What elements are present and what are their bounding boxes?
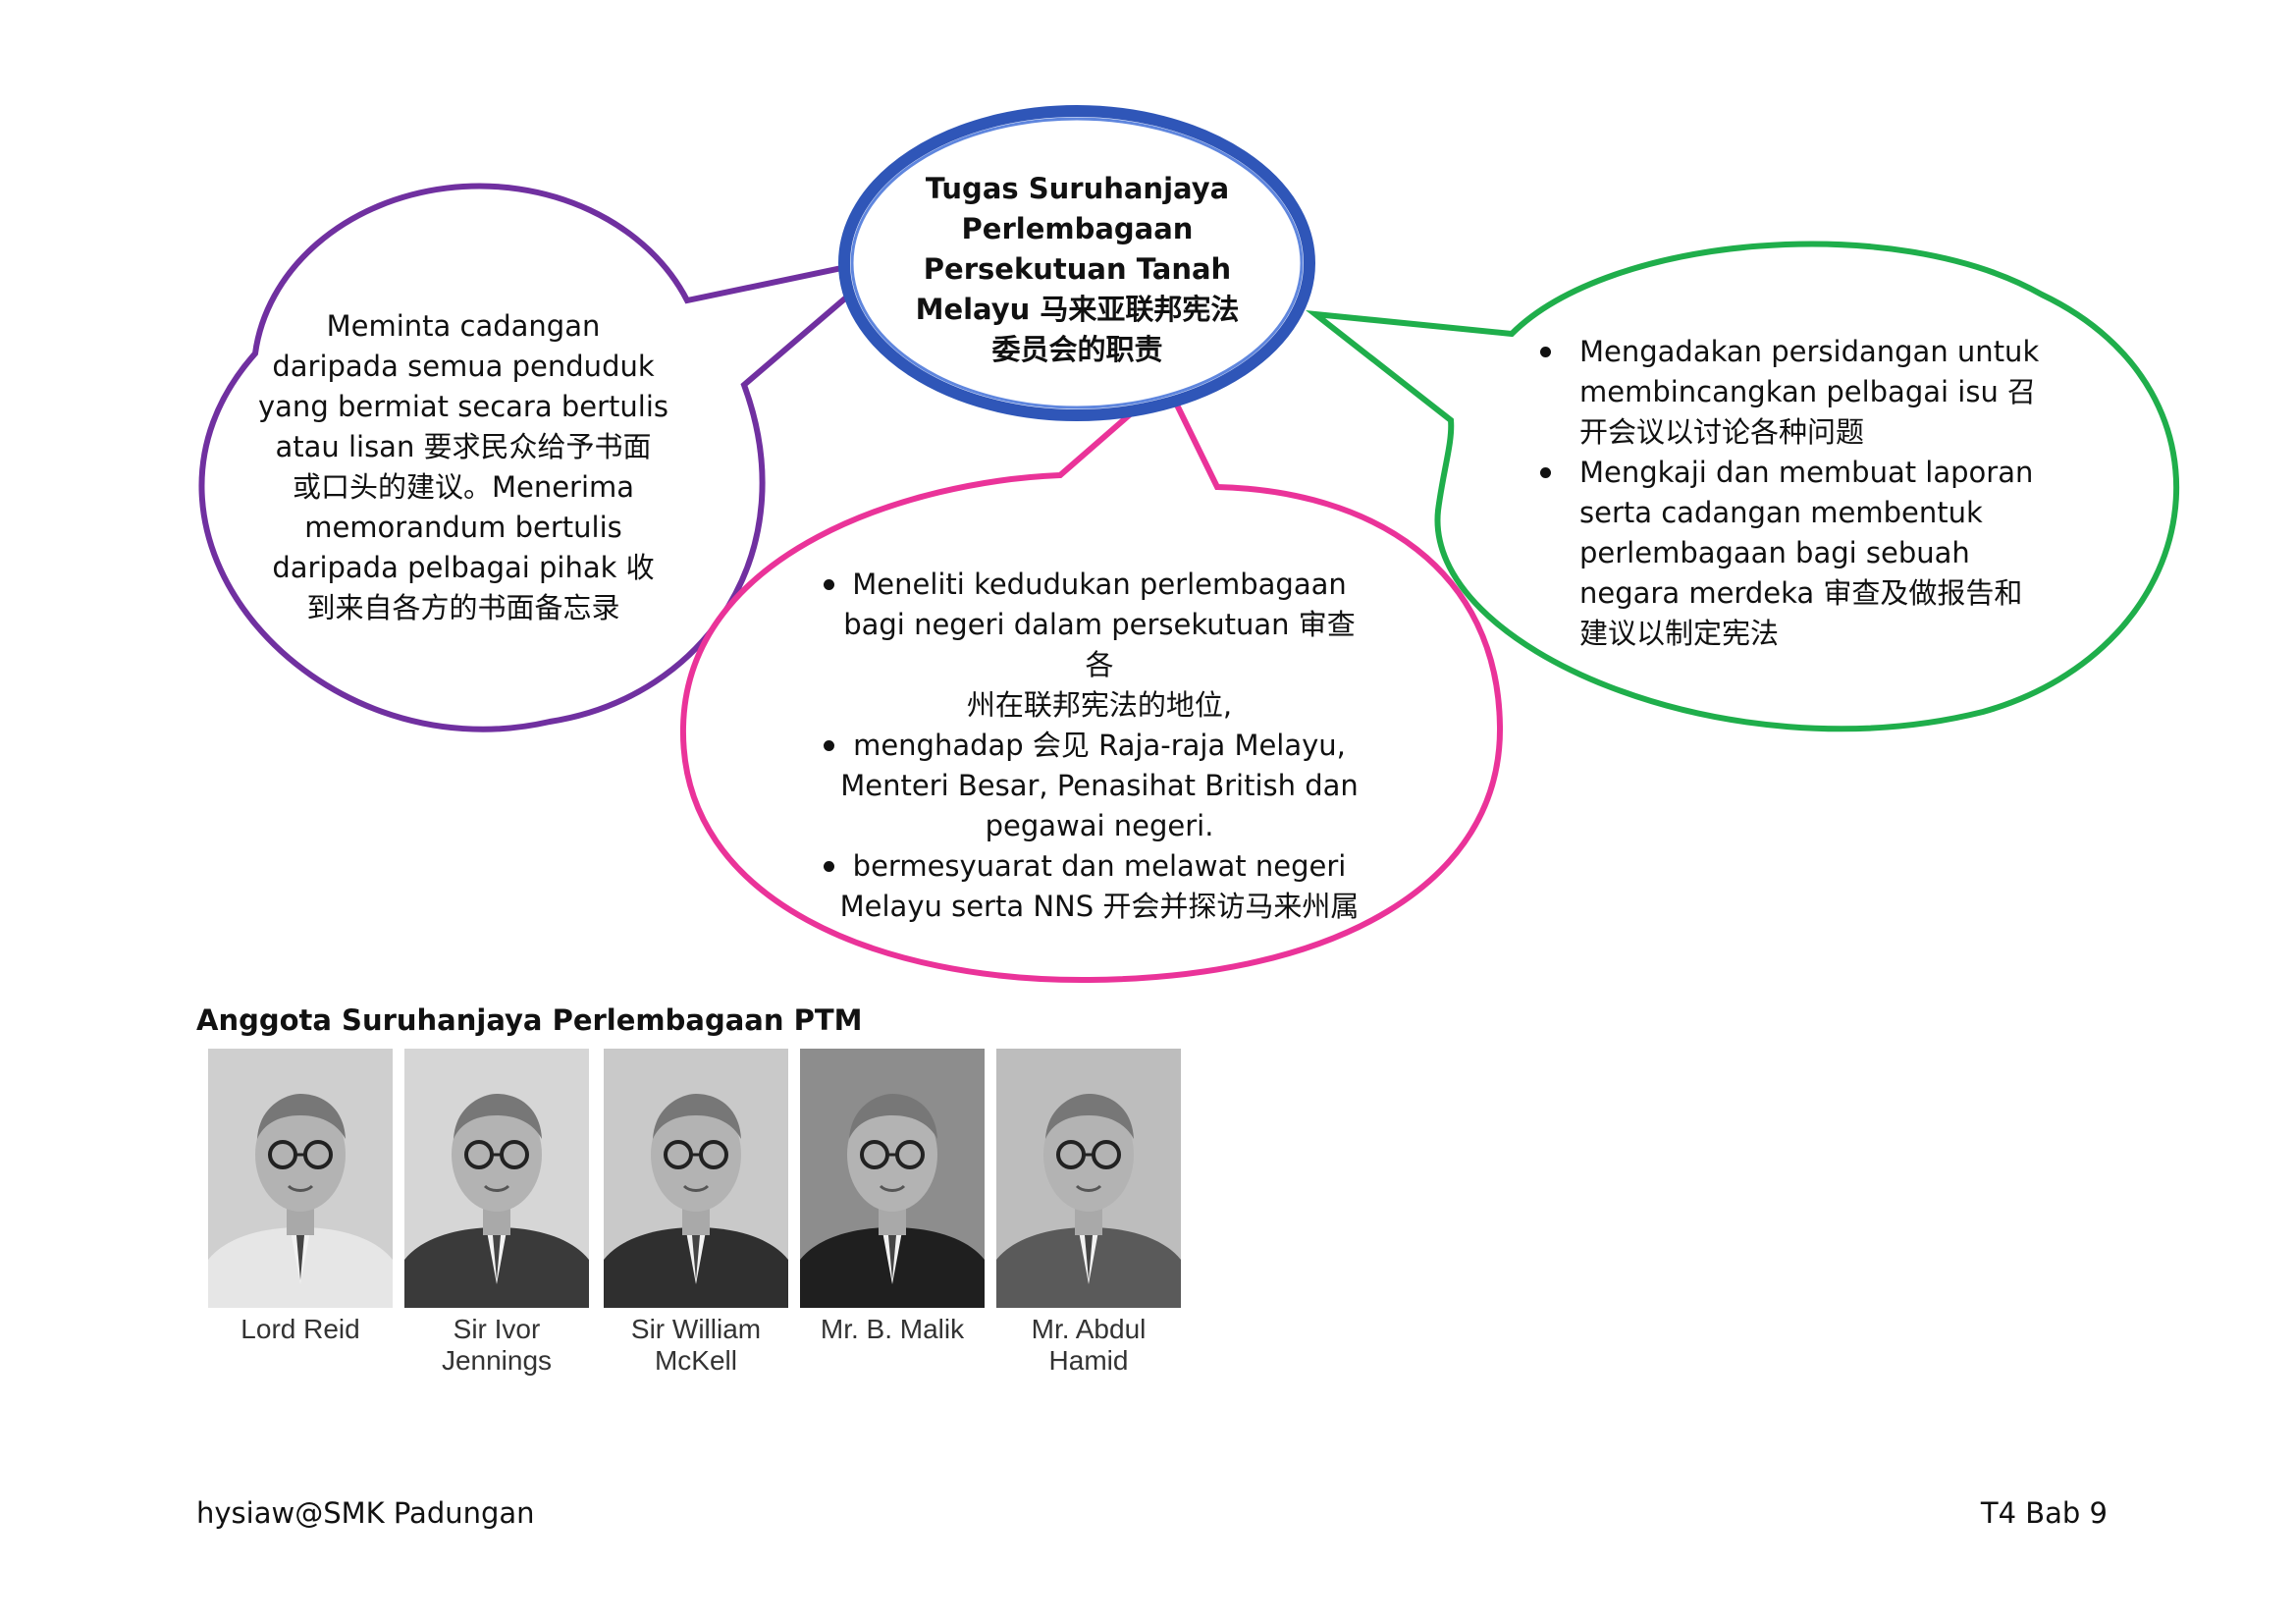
- middle-bubble-item: menghadap 会见 Raja-raja Melayu, Menteri Be…: [810, 726, 1360, 846]
- right-speech-bubble: [1306, 241, 2179, 732]
- member-name-line: Lord Reid: [240, 1314, 360, 1344]
- right-bubble-item: Mengadakan persidangan untuk membincangka…: [1536, 332, 2047, 453]
- bullet-icon: [1540, 347, 1551, 357]
- bullet-icon: [824, 579, 834, 590]
- right-bubble-line: membincangkan pelbagai isu 召: [1579, 375, 2037, 408]
- member-card: Lord Reid: [208, 1049, 393, 1345]
- left-bubble-line: 到来自各方的书面备忘录: [306, 591, 620, 624]
- portrait-icon: [404, 1094, 589, 1308]
- right-bubble-line: perlembagaan bagi sebuah: [1579, 536, 1970, 569]
- right-bubble-line: 建议以制定宪法: [1579, 617, 1780, 650]
- center-topic-line: Melayu 马来亚联邦宪法: [915, 293, 1240, 326]
- middle-bubble-line: bagi negeri dalam persekutuan 审查各: [843, 608, 1356, 681]
- member-name-line: Sir Ivor: [453, 1314, 541, 1344]
- middle-bubble-line: menghadap 会见 Raja-raja Melayu,: [853, 729, 1346, 762]
- portrait-icon: [800, 1094, 985, 1308]
- middle-bubble-line: pegawai negeri.: [985, 809, 1214, 842]
- right-bubble-line: negara merdeka 审查及做报告和: [1579, 576, 2023, 610]
- bullet-icon: [1540, 467, 1551, 478]
- center-ellipse-highlight: [850, 117, 1304, 409]
- member-portrait: [604, 1049, 788, 1308]
- footer-author: hysiaw@SMK Padungan: [196, 1496, 535, 1530]
- middle-bubble-line: Menteri Besar, Penasihat British dan: [840, 769, 1359, 802]
- member-card: Mr. B. Malik: [800, 1049, 985, 1345]
- left-bubble-line: Meminta cadangan: [326, 309, 601, 343]
- middle-bubble-item: Meneliti kedudukan perlembagaan bagi nege…: [810, 565, 1360, 726]
- bullet-icon: [824, 740, 834, 751]
- member-name-line: Hamid: [1048, 1345, 1129, 1376]
- member-name-line: Jennings: [441, 1345, 553, 1376]
- left-bubble-text: Meminta cadangan daripada semua penduduk y…: [257, 306, 669, 628]
- member-portrait: [996, 1049, 1181, 1308]
- left-bubble-line: atau lisan 要求民众给予书面: [275, 430, 652, 463]
- member-portrait: [404, 1049, 589, 1308]
- member-name-line: Mr. B. Malik: [820, 1314, 965, 1344]
- center-topic-line: Persekutuan Tanah: [923, 252, 1232, 286]
- portrait-icon: [208, 1094, 393, 1308]
- left-speech-bubble: [198, 183, 895, 732]
- right-bubble-line: serta cadangan membentuk: [1579, 496, 1983, 529]
- center-topic-line: 委员会的职责: [991, 333, 1163, 366]
- center-topic-line: Tugas Suruhanjaya: [925, 172, 1230, 205]
- member-portrait: [800, 1049, 985, 1308]
- left-bubble-line: 或口头的建议。Menerima: [292, 470, 635, 504]
- middle-bubble-list: Meneliti kedudukan perlembagaan bagi nege…: [810, 565, 1360, 927]
- right-bubble-item: Mengkaji dan membuat laporan serta cadang…: [1536, 453, 2047, 654]
- right-bubble-line: Mengadakan persidangan untuk: [1579, 335, 2040, 368]
- middle-bubble-line: 州在联邦宪法的地位,: [966, 688, 1233, 722]
- member-name: Lord Reid: [208, 1314, 393, 1345]
- left-bubble-line: daripada semua penduduk: [272, 350, 655, 383]
- middle-bubble-line: bermesyuarat dan melawat negeri: [852, 849, 1347, 883]
- right-bubble-line: 开会议以讨论各种问题: [1579, 415, 1865, 449]
- member-name-line: Sir William: [630, 1314, 762, 1344]
- right-bubble-text: Mengadakan persidangan untuk membincangka…: [1536, 332, 2047, 654]
- middle-bubble-text: Meneliti kedudukan perlembagaan bagi nege…: [810, 565, 1360, 927]
- center-topic-line: Perlembagaan: [961, 212, 1194, 245]
- left-bubble-line: daripada pelbagai pihak 收: [272, 551, 655, 584]
- member-portrait: [208, 1049, 393, 1308]
- members-title: Anggota Suruhanjaya Perlembagaan PTM: [196, 1003, 863, 1037]
- footer-page-label: T4 Bab 9: [1980, 1496, 2108, 1530]
- middle-speech-bubble: [679, 378, 1504, 984]
- center-ellipse-outer: [838, 105, 1315, 421]
- left-bubble-line: memorandum bertulis: [304, 511, 622, 544]
- bullet-icon: [824, 861, 834, 872]
- member-name: Mr. B. Malik: [800, 1314, 985, 1345]
- right-bubble-line: Mengkaji dan membuat laporan: [1579, 456, 2034, 489]
- portrait-icon: [996, 1094, 1181, 1308]
- left-bubble-line: yang bermiat secara bertulis: [258, 390, 668, 423]
- portrait-icon: [604, 1094, 788, 1308]
- middle-bubble-line: Melayu serta NNS 开会并探访马来州属: [839, 890, 1360, 923]
- middle-bubble-line: Meneliti kedudukan perlembagaan: [852, 568, 1347, 601]
- member-name-line: McKell: [654, 1345, 737, 1376]
- member-name-line: Mr. Abdul: [1031, 1314, 1147, 1344]
- right-bubble-list: Mengadakan persidangan untuk membincangka…: [1536, 332, 2047, 654]
